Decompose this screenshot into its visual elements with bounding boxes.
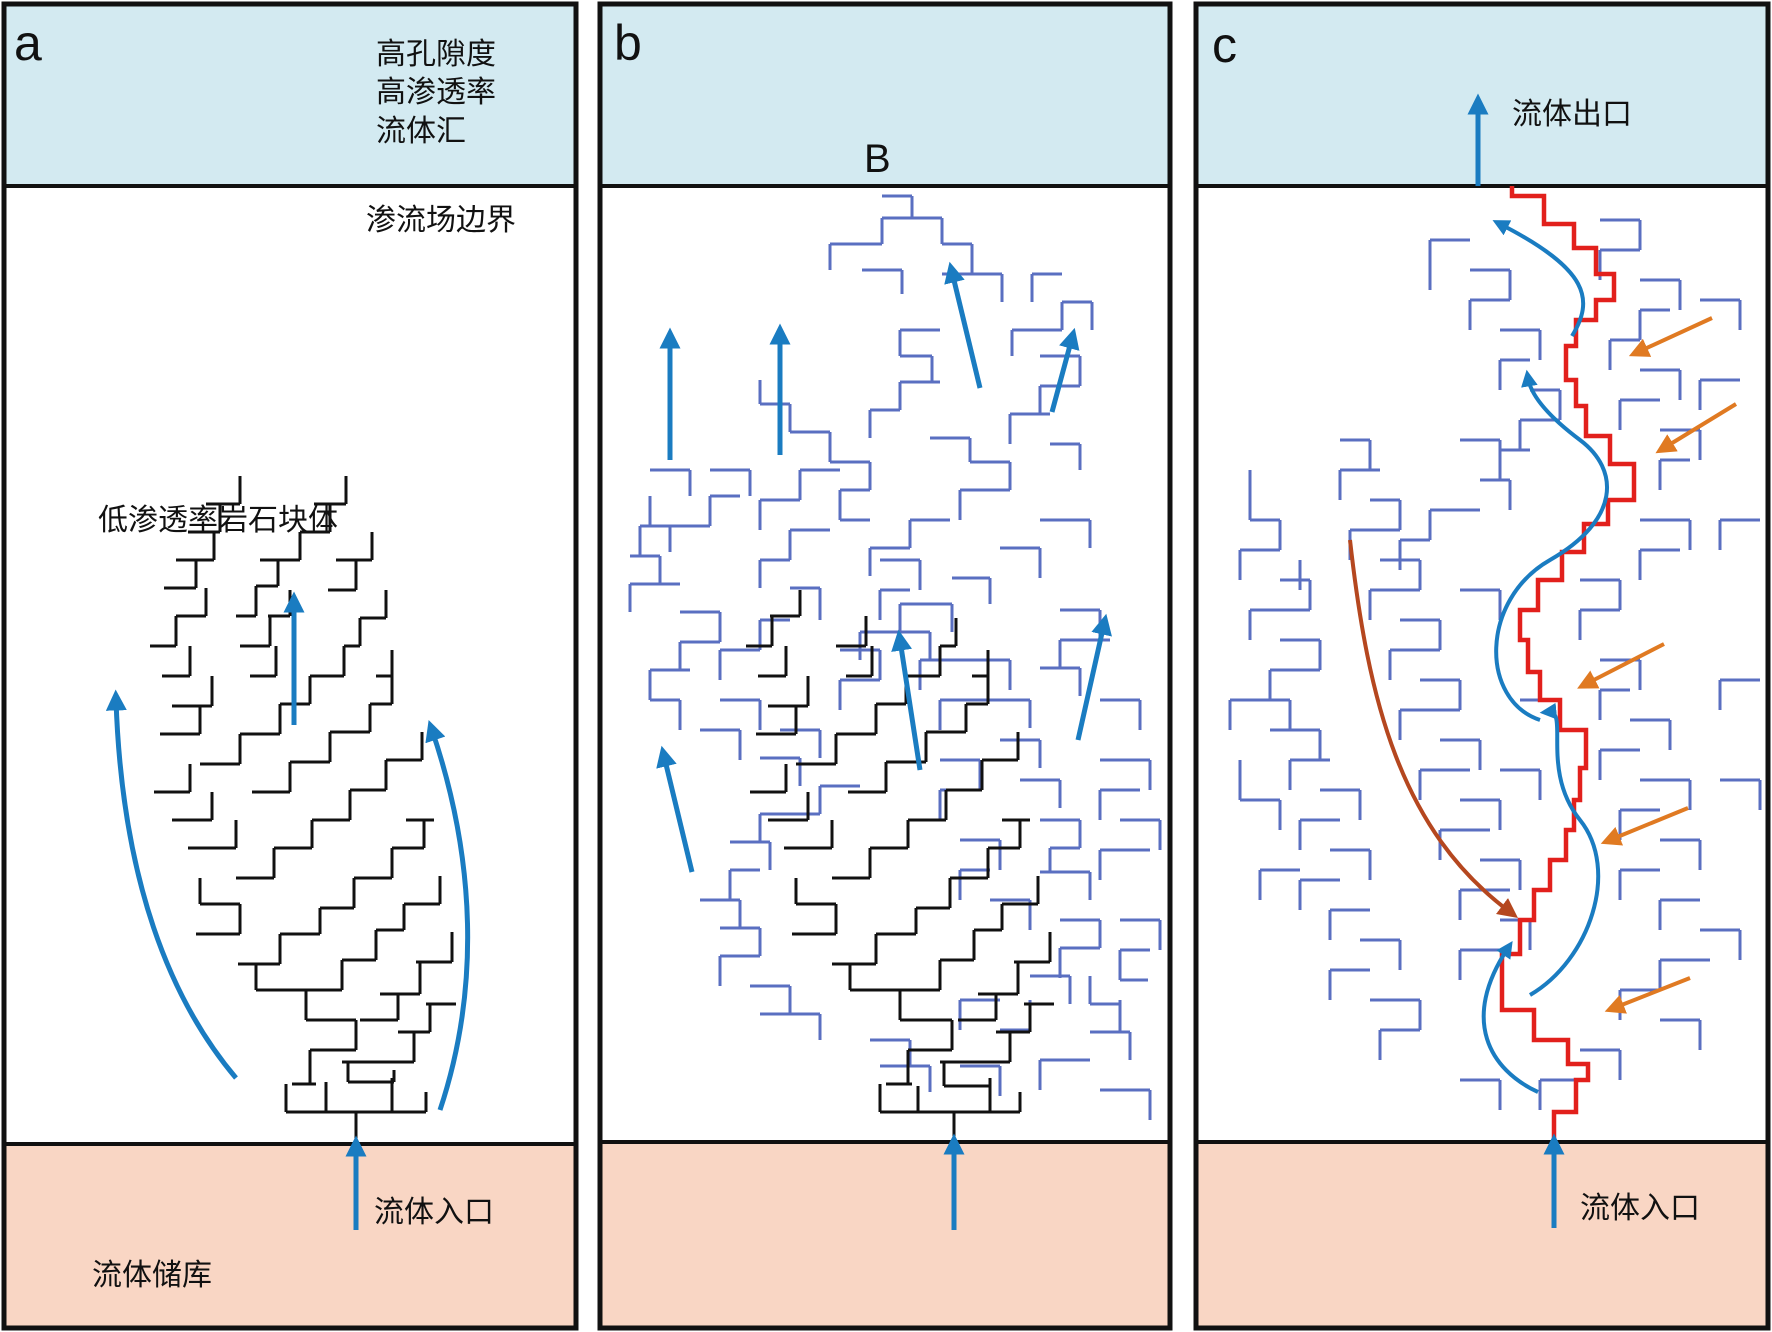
- inlet-label: 流体入口: [1580, 1191, 1700, 1226]
- upward-arrow-6: [656, 745, 695, 873]
- sink-point-label: B: [864, 137, 891, 181]
- orange-arrow-5: [1604, 976, 1691, 1014]
- boundary-label: 渗流场边界: [366, 203, 516, 238]
- right-curved-arrow: [425, 720, 471, 1111]
- panel-frame: [597, 1, 1173, 1331]
- upward-arrow-7: [1075, 613, 1112, 741]
- upward-arrow-4: [1049, 327, 1080, 413]
- upward-arrow-5: [891, 629, 923, 771]
- bottom-flow-arrow: [1481, 941, 1539, 1094]
- sink-label-line-2: 高渗透率: [376, 75, 496, 110]
- fracture-network-blue: [1228, 218, 1762, 1110]
- reservoir-label: 流体储库: [92, 1258, 212, 1293]
- panel-letter: b: [614, 15, 642, 71]
- sinuous-flow-arrow: [1528, 702, 1601, 997]
- panel-frame: [1, 1, 579, 1331]
- sink-label-line-1: 高孔隙度: [376, 37, 496, 72]
- panel-frame: [1193, 1, 1771, 1331]
- flow-arrows: [1348, 93, 1738, 1228]
- orange-arrow-2: [1655, 402, 1738, 454]
- fracture-network-blue: [628, 194, 1162, 1120]
- reservoir-zone: [4, 1144, 576, 1328]
- panel-b: b B: [597, 1, 1173, 1331]
- sink-zone: [4, 4, 576, 186]
- flow-arrows: [656, 261, 1112, 1230]
- top-flow-arrow: [1492, 220, 1586, 338]
- orange-arrow-1: [1628, 316, 1713, 357]
- flow-arrows: [105, 591, 471, 1230]
- sink-zone: [1196, 4, 1768, 186]
- main-flow-path: [1499, 186, 1637, 1142]
- panel-letter: c: [1212, 17, 1237, 73]
- upper-sinuous-flow-arrow: [1494, 369, 1610, 722]
- outlet-label: 流体出口: [1512, 97, 1632, 132]
- left-curved-arrow: [105, 689, 238, 1080]
- panel-letter: a: [14, 15, 42, 71]
- inlet-label: 流体入口: [374, 1195, 494, 1230]
- reservoir-zone: [1196, 1142, 1768, 1328]
- panel-c: c 流体出口 流体入口: [1193, 1, 1771, 1331]
- fracture-network-black: [150, 476, 456, 1144]
- reservoir-zone: [600, 1142, 1170, 1328]
- orange-arrow-4: [1600, 806, 1689, 846]
- upward-arrow-3: [944, 261, 983, 389]
- brown-curved-arrow: [1348, 539, 1519, 918]
- sink-zone: [600, 4, 1170, 186]
- fracture-network-black: [746, 590, 1054, 1142]
- panel-a: a 高孔隙度 高渗透率 流体汇 渗流场边界 低渗透率岩石块体 流体入口 流体储库: [1, 1, 579, 1331]
- sink-label-line-3: 流体汇: [376, 114, 466, 149]
- orange-arrow-3: [1577, 642, 1665, 689]
